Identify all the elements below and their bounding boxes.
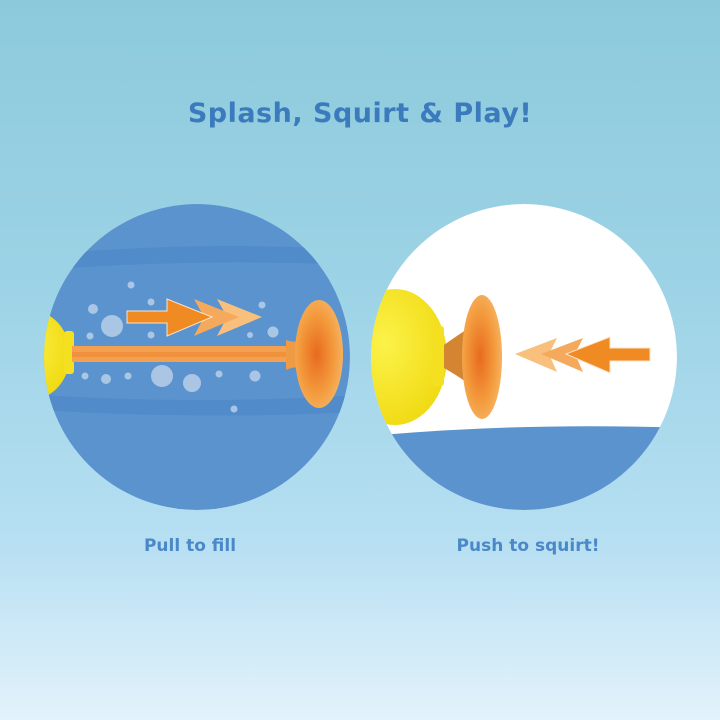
pull-direction-arrows	[126, 298, 262, 337]
push-caption: Push to squirt!	[456, 536, 600, 556]
headline: Splash, Squirt & Play!	[187, 98, 533, 129]
push-direction-arrows	[515, 336, 651, 374]
bubbles	[81, 281, 279, 413]
push-panel	[371, 204, 677, 510]
pull-panel	[44, 204, 350, 510]
pull-caption: Pull to fill	[143, 536, 237, 556]
